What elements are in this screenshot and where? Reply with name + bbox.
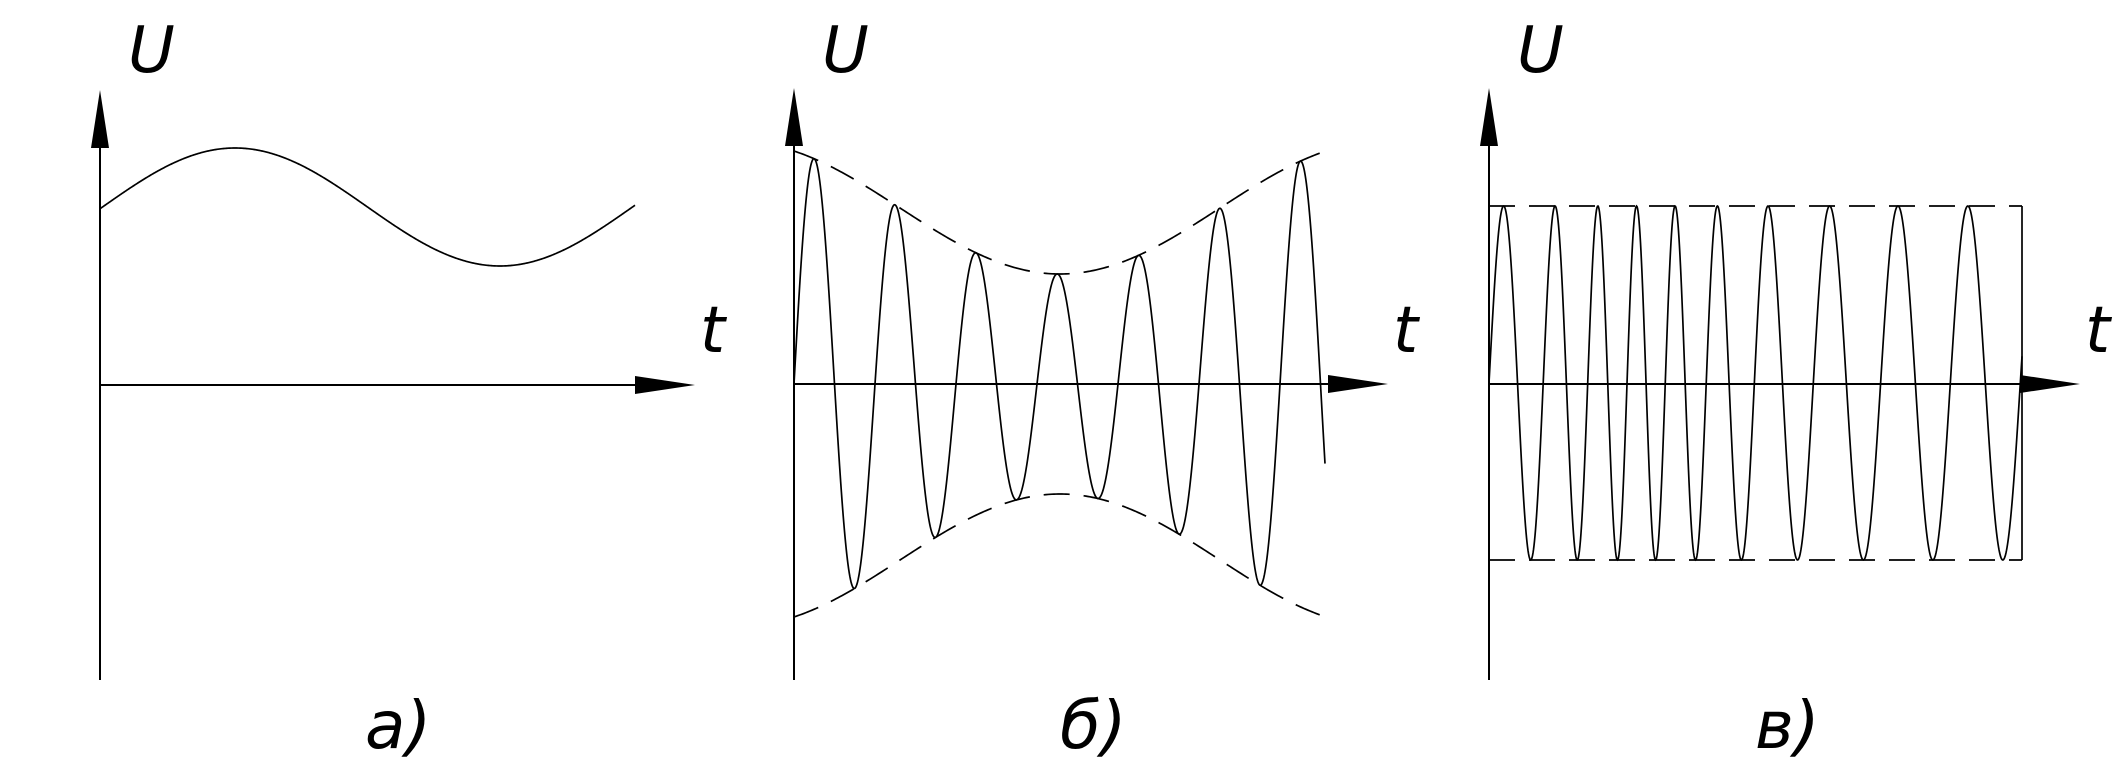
sine-wave xyxy=(99,147,636,267)
upper-envelope xyxy=(793,150,1325,275)
am-carrier-wave xyxy=(793,157,1326,590)
panel-caption: в) xyxy=(1755,687,1820,764)
fm-carrier-wave xyxy=(1488,204,2023,562)
y-axis-label: U xyxy=(128,14,175,88)
panel-b: U t б) xyxy=(785,14,1421,764)
x-axis-label: t xyxy=(700,294,728,368)
x-axis-label: t xyxy=(1393,294,1421,368)
lower-envelope xyxy=(793,493,1325,618)
y-axis-label: U xyxy=(822,14,869,88)
panel-a: U t а) xyxy=(91,14,728,764)
y-axis-arrow xyxy=(785,88,803,146)
panel-caption: а) xyxy=(365,687,431,764)
x-axis-label: t xyxy=(2085,294,2113,368)
y-axis-arrow xyxy=(1480,88,1498,146)
x-axis-arrow xyxy=(635,376,695,394)
panel-c: U t в) xyxy=(1480,14,2113,764)
x-axis-arrow xyxy=(2020,375,2080,393)
y-axis-label: U xyxy=(1517,14,1564,88)
y-axis-arrow xyxy=(91,90,109,148)
x-axis-arrow xyxy=(1328,375,1388,393)
panel-caption: б) xyxy=(1060,687,1126,764)
